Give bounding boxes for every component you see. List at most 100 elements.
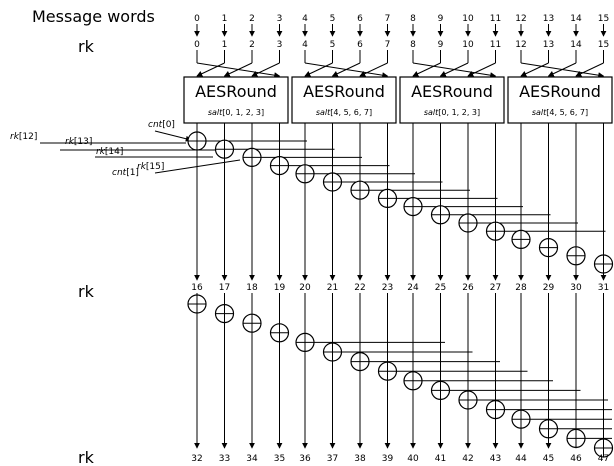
- side-input-label: rk[12]: [10, 132, 37, 142]
- side-input-name: rk: [137, 162, 147, 172]
- side-input-name: cnt: [112, 168, 127, 178]
- rk-mid-index: 17: [219, 283, 230, 293]
- xor-node: [485, 400, 506, 420]
- perm-wire: [547, 62, 577, 77]
- salt-indices: [0, 1, 2, 3]: [438, 108, 480, 117]
- xor-node: [538, 238, 559, 258]
- message-word-index: 8: [410, 14, 416, 24]
- rk-top-index: 14: [570, 40, 582, 50]
- rk-bottom-index: 39: [382, 454, 394, 464]
- perm-wire: [467, 62, 496, 77]
- side-input-name: rk: [65, 137, 75, 147]
- message-word-index: 0: [194, 14, 200, 24]
- rk-mid-index: 25: [435, 283, 446, 293]
- rk-bottom-index: 34: [246, 454, 258, 464]
- rk-mid-index: 28: [515, 283, 527, 293]
- rk-bottom-index: 43: [490, 454, 501, 464]
- aes-round-salt: salt[4, 5, 6, 7]: [532, 108, 588, 117]
- xor-node: [187, 294, 207, 314]
- message-word-index: 5: [330, 14, 336, 24]
- side-input-index: [15]: [146, 162, 164, 172]
- rk-bottom-index: 37: [327, 454, 338, 464]
- rk-top-index: 8: [410, 40, 416, 50]
- side-input-index: [12]: [19, 132, 37, 142]
- rk-bottom-index: 32: [191, 454, 202, 464]
- side-input-name: cnt: [148, 120, 163, 130]
- rk-mid-index: 24: [407, 283, 419, 293]
- xor-node: [242, 313, 262, 333]
- perm-wire: [359, 62, 388, 77]
- xor-node: [377, 188, 398, 208]
- salt-name: salt: [532, 108, 547, 117]
- message-word-index: 9: [438, 14, 444, 24]
- rk-mid-index: 31: [598, 283, 609, 293]
- side-wire: [154, 159, 241, 174]
- rk-bottom-index: 33: [219, 454, 230, 464]
- side-input-label: rk[15]: [137, 162, 164, 172]
- xor-node: [430, 205, 451, 225]
- xor-node: [269, 323, 290, 343]
- message-word-index: 14: [570, 14, 582, 24]
- rk-top-index: 13: [543, 40, 554, 50]
- rk-bottom-index: 35: [274, 454, 285, 464]
- salt-indices: [4, 5, 6, 7]: [330, 108, 372, 117]
- aes-round-salt: salt[0, 1, 2, 3]: [424, 108, 480, 117]
- xor-node: [214, 304, 235, 324]
- message-word-index: 7: [385, 14, 391, 24]
- xor-nodes: [187, 131, 614, 458]
- xor-node: [214, 139, 235, 159]
- xor-node: [187, 131, 207, 151]
- rk-top-index: 15: [598, 40, 609, 50]
- xor-node: [458, 390, 478, 410]
- rk-bottom-index: 36: [299, 454, 311, 464]
- perm-wire: [575, 62, 604, 77]
- rk-top-index: 1: [222, 40, 228, 50]
- perm-wire: [251, 62, 280, 77]
- rk-mid-index: 29: [543, 283, 555, 293]
- xor-node: [350, 180, 370, 200]
- xor-node: [269, 156, 290, 176]
- rk-top-index: 10: [462, 40, 474, 50]
- aes-round-salt: salt[4, 5, 6, 7]: [316, 108, 372, 117]
- rk-mid-index: 20: [299, 283, 311, 293]
- perm-wire: [304, 62, 333, 77]
- message-word-index: 11: [490, 14, 501, 24]
- aes-round-title: AESRound: [195, 82, 277, 101]
- rk-top-index: 3: [277, 40, 283, 50]
- xor-node: [511, 229, 531, 249]
- side-input-index: [1]: [126, 168, 139, 178]
- rk-mid-index: 18: [246, 283, 258, 293]
- perm-wire: [439, 62, 469, 77]
- perm-wire: [223, 62, 253, 77]
- xor-node: [430, 380, 451, 400]
- rk-top-index: 7: [385, 40, 391, 50]
- xor-node: [593, 254, 614, 274]
- rk-top-index: 9: [438, 40, 444, 50]
- rk-bottom-index: 47: [598, 454, 609, 464]
- xor-node: [511, 409, 531, 429]
- perm-wire: [520, 62, 549, 77]
- side-input-label: rk[14]: [96, 147, 123, 157]
- xor-node: [377, 361, 398, 381]
- side-input-label: rk[13]: [65, 137, 92, 147]
- salt-indices: [4, 5, 6, 7]: [546, 108, 588, 117]
- xor-node: [322, 342, 343, 362]
- side-wire: [154, 130, 192, 142]
- rk-bottom-index: 38: [354, 454, 366, 464]
- rk-mid-label: rk: [78, 282, 95, 301]
- xor-node: [350, 352, 370, 372]
- xor-node: [403, 371, 423, 391]
- rk-mid-index: 21: [327, 283, 338, 293]
- message-word-index: 15: [598, 14, 609, 24]
- rk-top-index: 4: [302, 40, 308, 50]
- rk-bottom-index: 44: [515, 454, 527, 464]
- rk-mid-index: 23: [382, 283, 393, 293]
- xor-node: [242, 147, 262, 167]
- wires: [40, 24, 613, 449]
- salt-name: salt: [424, 108, 439, 117]
- message-word-index: 1: [222, 14, 228, 24]
